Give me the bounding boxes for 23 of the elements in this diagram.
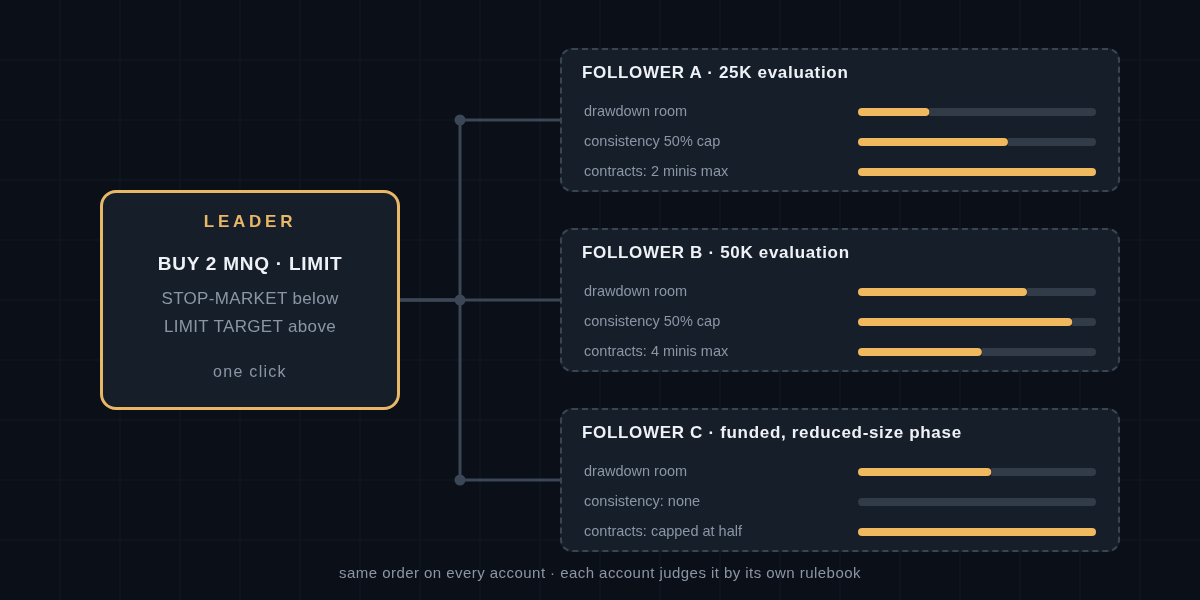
role-label: LEADER (203, 211, 297, 233)
account-card (560, 48, 1120, 192)
metric-label: consistency 50% cap (584, 132, 722, 152)
account-card (560, 228, 1120, 372)
action-note: one click (213, 362, 287, 382)
metric-label: consistency: none (584, 492, 702, 512)
metric-label: drawdown room (584, 282, 689, 302)
metric-label: consistency 50% cap (584, 312, 722, 332)
order-detail: LIMIT TARGET above (163, 316, 337, 338)
metric-label: drawdown room (584, 462, 689, 482)
connector-line (400, 298, 560, 482)
account-heading: FOLLOWER A · 25K evaluation (582, 62, 849, 84)
leader-card (100, 190, 400, 410)
metric-label: drawdown room (584, 102, 689, 122)
order-title: BUY 2 MNQ · LIMIT (157, 252, 343, 276)
caption: same order on every account · each account judges it by its own rulebook (339, 563, 861, 583)
metric-label: contracts: capped at half (584, 522, 743, 542)
metric-label: contracts: 4 minis max (584, 342, 730, 362)
account-heading: FOLLOWER C · funded, reduced-size phase (582, 422, 962, 444)
account-heading: FOLLOWER B · 50K evaluation (582, 242, 850, 264)
account-card (560, 408, 1120, 552)
metric-label: contracts: 2 minis max (584, 162, 730, 182)
order-detail: STOP-MARKET below (161, 288, 339, 310)
